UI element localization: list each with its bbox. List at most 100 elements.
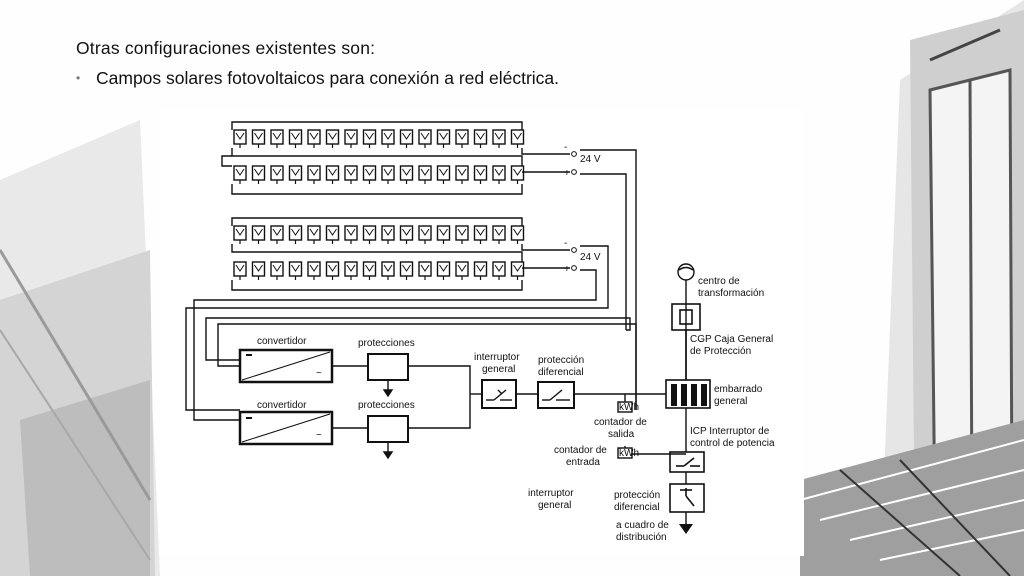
solar-panel-icon (510, 129, 525, 148)
solar-panel-icon (436, 261, 451, 280)
solar-panel-icon (233, 261, 247, 280)
solar-panel-icon (362, 225, 377, 244)
solar-panel-icon (288, 165, 303, 184)
solar-panel-icon (251, 225, 266, 244)
solar-panel-icon (381, 225, 395, 244)
solar-panel-icon (307, 129, 321, 148)
bullet-text: Campos solares fotovoltaicos para conexi… (96, 68, 560, 88)
solar-panel-icon (325, 261, 340, 280)
solar-panel-icon (492, 165, 506, 184)
solar-panel-icon (436, 165, 451, 184)
distribution-label-2: distribución (616, 532, 667, 543)
protection-box-2 (367, 415, 409, 460)
solar-panel-icon (436, 225, 451, 244)
solar-panel-icon (233, 129, 247, 148)
solar-panel-icon (362, 261, 377, 280)
solar-panel-icon (325, 129, 340, 148)
protection-box-1 (367, 353, 409, 398)
solar-panel-icon (492, 225, 506, 244)
general-switch (481, 379, 517, 409)
solar-panel-icon (381, 129, 395, 148)
array-2-plus: + (564, 264, 570, 275)
pv-grid-connection-diagram: ~ convertidor ~ convertidor protecciones… (160, 110, 804, 556)
dc-feed-wiring (185, 288, 637, 421)
solar-panel-icon (344, 165, 358, 184)
solar-panel-icon (473, 225, 488, 244)
solar-panel-icon (455, 165, 469, 184)
solar-panel-icon (473, 261, 488, 280)
converter-1-label: convertidor (257, 336, 307, 347)
solar-panel-icon (473, 165, 488, 184)
transformer-label-1: centro de (698, 276, 740, 287)
protections-2-label: protecciones (358, 400, 415, 411)
solar-panel-icon (455, 261, 469, 280)
converter-2: ~ (238, 410, 334, 446)
solar-panel-icon (288, 129, 303, 148)
distribution-label-1: a cuadro de (616, 520, 669, 531)
differential-label-2: diferencial (538, 367, 584, 378)
array-1-minus: - (564, 142, 567, 153)
solar-panel-icon (492, 261, 506, 280)
solar-panel-icon (418, 261, 432, 280)
protections-1-label: protecciones (358, 338, 415, 349)
array-2-minus: - (564, 238, 567, 249)
svg-text:~: ~ (316, 368, 322, 379)
slide-bullet: • Campos solares fotovoltaicos para conex… (76, 68, 559, 89)
ac-wiring (332, 304, 687, 524)
slide-heading: Otras configuraciones existentes son: (76, 38, 376, 58)
busbar-label-2: general (714, 396, 747, 407)
bottom-protection-box (669, 483, 705, 513)
output-meter-unit: kWh (619, 402, 639, 413)
general-switch-label-1: interruptor (474, 352, 520, 363)
array-2-wiring (231, 217, 609, 298)
solar-panel-icon (510, 225, 525, 244)
input-meter-label-1: contador de (554, 445, 607, 456)
bottom-diff-label-1: protección (614, 490, 660, 501)
differential-protection (537, 381, 575, 409)
solar-panel-icon (288, 261, 303, 280)
bottom-diff-label-2: diferencial (614, 502, 660, 513)
solar-panel-icon (344, 261, 358, 280)
solar-panel-icon (418, 225, 432, 244)
busbar-label-1: embarrado (714, 384, 763, 395)
svg-text:~: ~ (316, 430, 322, 441)
solar-panel-icon (307, 261, 321, 280)
cgp-label-1: CGP Caja General (690, 334, 773, 345)
solar-panel-icon (399, 225, 414, 244)
output-meter: kWh (617, 401, 639, 413)
output-meter-label-1: contador de (594, 417, 647, 428)
solar-panel-icon (233, 225, 247, 244)
solar-panel-arrays (233, 129, 525, 280)
bottom-switch-label-2: general (538, 500, 571, 511)
solar-panel-icon (399, 261, 414, 280)
array-1-plus: + (564, 168, 570, 179)
solar-panel-icon (510, 165, 525, 184)
solar-panel-icon (473, 129, 488, 148)
solar-panel-icon (344, 225, 358, 244)
solar-panel-icon (510, 261, 525, 280)
solar-panel-icon (325, 165, 340, 184)
transformer-center-icon (677, 263, 695, 304)
solar-panel-icon (381, 165, 395, 184)
bullet-dot-icon: • (76, 71, 81, 85)
solar-panel-icon (288, 225, 303, 244)
solar-panel-icon (399, 129, 414, 148)
converter-1: ~ (238, 348, 334, 384)
general-switch-label-2: general (482, 364, 515, 375)
solar-panel-icon (362, 129, 377, 148)
solar-panel-icon (325, 225, 340, 244)
solar-panel-icon (381, 261, 395, 280)
solar-panel-icon (270, 261, 284, 280)
busbar (665, 379, 711, 409)
solar-panel-icon (344, 129, 358, 148)
cgp-box (671, 303, 701, 380)
solar-panel-icon (270, 225, 284, 244)
bottom-switch-label-1: interruptor (528, 488, 574, 499)
icp-label-1: ICP Interruptor de (690, 426, 770, 437)
array-2-voltage: 24 V (580, 252, 601, 263)
solar-panel-icon (251, 165, 266, 184)
cgp-label-2: de Protección (690, 346, 751, 357)
solar-panel-icon (251, 129, 266, 148)
solar-panel-icon (418, 165, 432, 184)
